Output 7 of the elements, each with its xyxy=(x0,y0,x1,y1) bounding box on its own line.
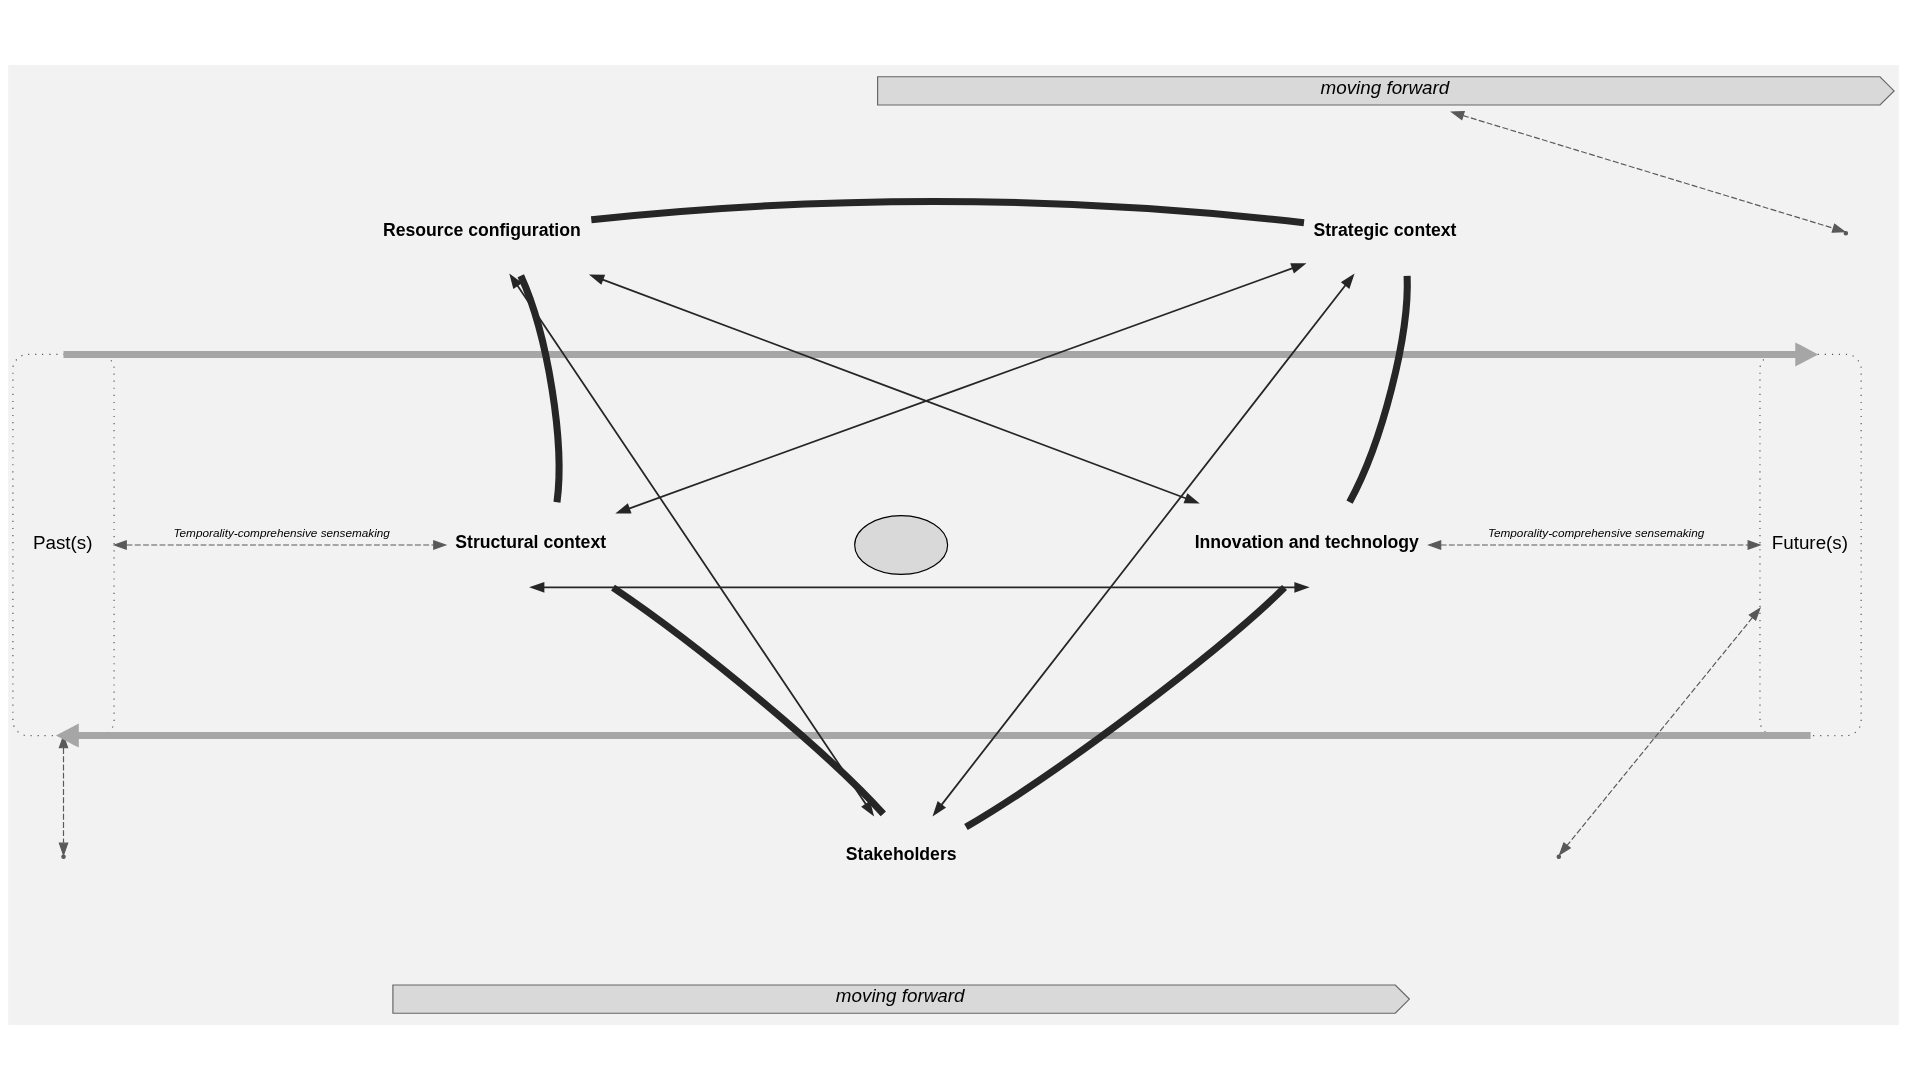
edge-label: Temporality-comprehensive sensemaking xyxy=(1487,525,1705,539)
node-text: Resource configuration xyxy=(382,219,581,240)
node-text: Innovation and technology xyxy=(1194,531,1419,552)
node-text: Stakeholders xyxy=(845,843,957,864)
node-text: Structural context xyxy=(455,531,607,552)
edge-label: Temporality-comprehensive sensemaking xyxy=(173,525,390,539)
node-text: Strategic context xyxy=(1313,219,1457,240)
